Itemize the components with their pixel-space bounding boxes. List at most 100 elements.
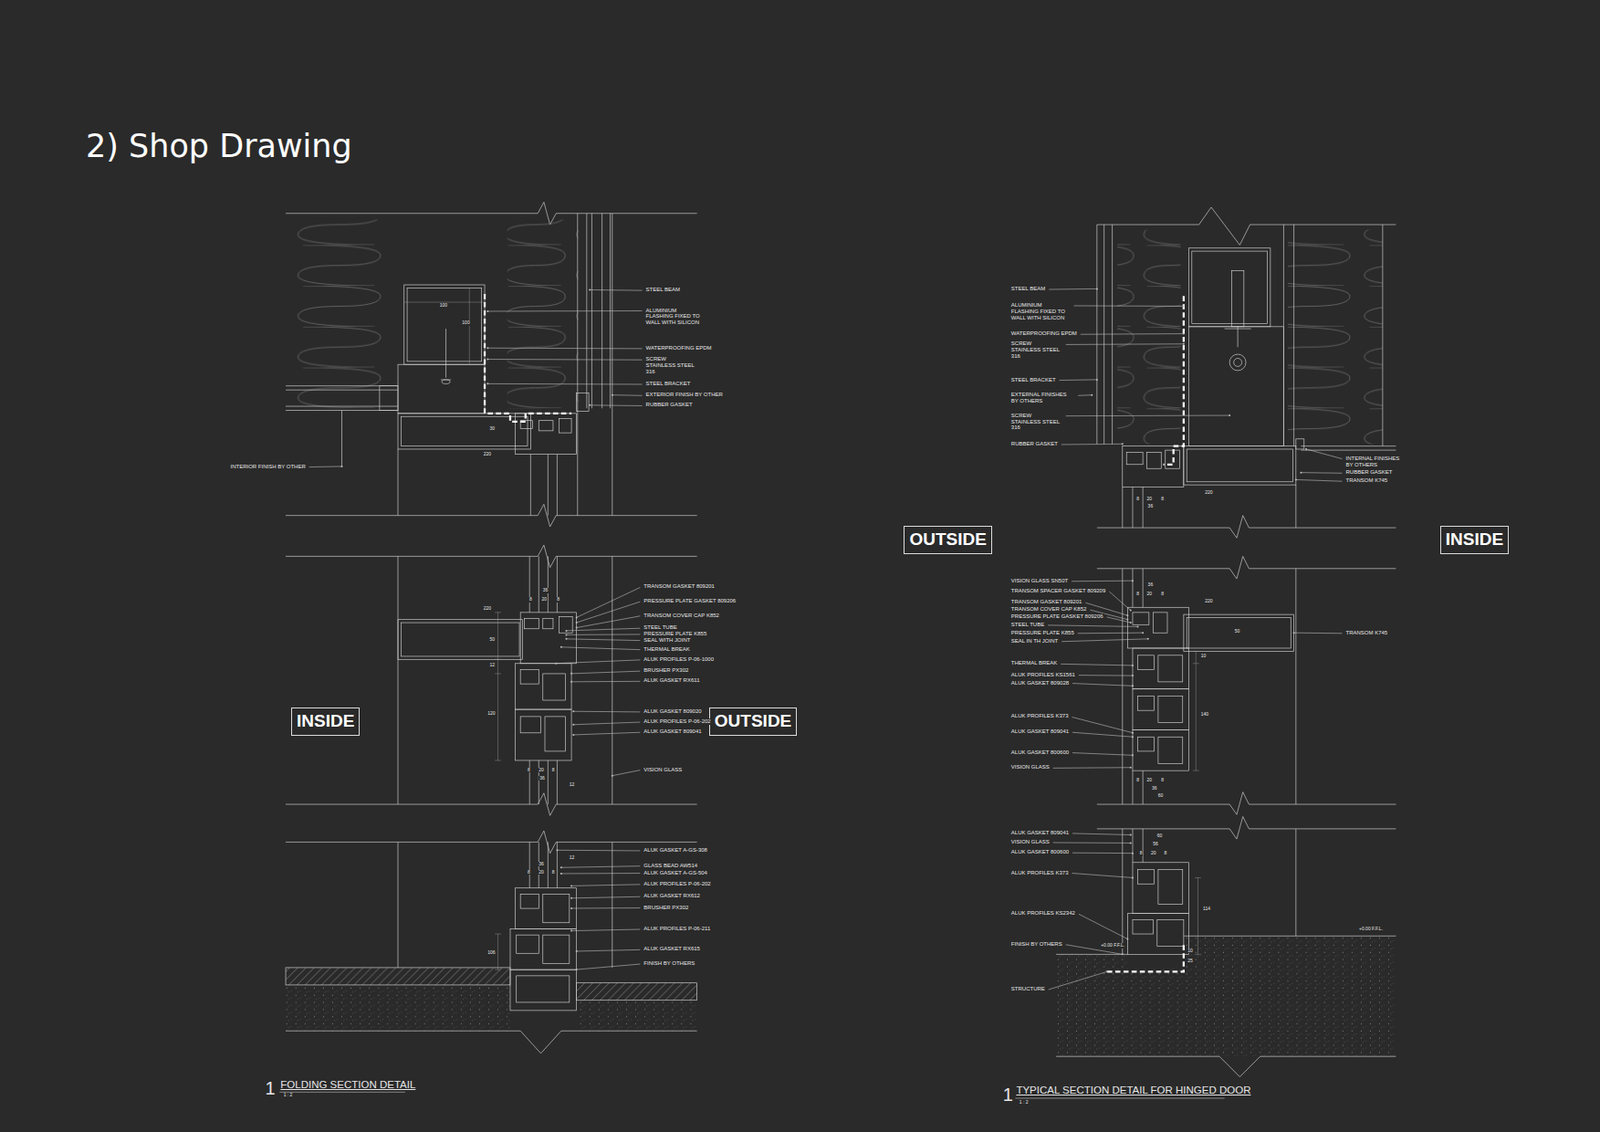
dimension: 30 xyxy=(489,426,497,432)
leader-line xyxy=(561,647,640,650)
leader-dot xyxy=(564,633,567,636)
callout-label: ALUK GASKET RX615 xyxy=(642,945,701,952)
leader-line xyxy=(1072,683,1133,687)
leader-dot xyxy=(572,710,575,712)
leader-line xyxy=(1294,632,1343,635)
leader-line xyxy=(1108,591,1130,611)
leader-line xyxy=(1053,766,1131,769)
callout-label: TRANSOM SPACER GASKET 809209 xyxy=(1010,587,1107,595)
leader-line xyxy=(576,963,641,970)
callout-label: SCREW STAINLESS STEEL 316 xyxy=(1010,340,1064,360)
leader-line xyxy=(1296,479,1343,482)
dimension: 36 xyxy=(1150,785,1159,792)
leader-dot xyxy=(1305,448,1308,450)
leader-dot xyxy=(575,968,578,971)
callout-label: STEEL BRACKET xyxy=(1010,376,1057,384)
leader-dot xyxy=(1137,625,1140,628)
leader-line xyxy=(1072,732,1133,737)
dimension: 220 xyxy=(482,451,492,458)
leader-dot xyxy=(1131,674,1134,677)
leader-line xyxy=(576,601,641,623)
dimension: 36 xyxy=(1147,503,1155,510)
callout-label: BRUSHER PX302 xyxy=(642,667,690,674)
callout-label: ALUK GASKET RX612 xyxy=(642,892,701,900)
callout-label: THERMAL BREAK xyxy=(1010,659,1058,667)
side-tag: OUTSIDE xyxy=(903,525,992,555)
dimension: 100 xyxy=(439,303,449,309)
leader-line xyxy=(1059,378,1098,381)
dimension: 50 xyxy=(1233,628,1242,635)
callout-label: STEEL BEAM xyxy=(645,286,681,293)
leader-dot xyxy=(555,848,558,851)
leader-line xyxy=(571,680,640,682)
dimension: 36 xyxy=(1147,582,1155,588)
leader-dot xyxy=(554,662,557,665)
leader-dot xyxy=(1131,684,1134,687)
leader-line xyxy=(612,770,641,776)
leader-dot xyxy=(1182,333,1185,335)
callout-label: PRESSURE PLATE K855 xyxy=(1010,629,1076,637)
leader-line xyxy=(573,732,640,735)
dimension: 8 xyxy=(555,596,561,603)
detail-caption: FOLDING SECTION DETAIL xyxy=(279,1078,417,1091)
leader-dot xyxy=(1129,834,1132,837)
callout-label: WATERPROOFING EPDM xyxy=(1010,330,1078,337)
leader-dot xyxy=(1126,938,1129,941)
callout-label: FINISH BY OTHERS xyxy=(1010,941,1064,948)
leader-line xyxy=(561,866,640,868)
leader-line xyxy=(589,289,642,292)
dimension: 20 xyxy=(541,596,549,603)
leader-line xyxy=(1061,443,1123,446)
dimension: 8 xyxy=(1139,850,1144,857)
leader-dot xyxy=(1141,631,1144,634)
callout-label: STEEL TUBE xyxy=(1010,621,1046,628)
leader-dot xyxy=(1090,394,1093,397)
leader-dot xyxy=(575,621,578,624)
callout-label: ALUK GASKET 809041 xyxy=(1010,829,1070,837)
dimension: 220 xyxy=(1203,490,1214,496)
callout-label: RUBBER GASKET xyxy=(1010,440,1059,448)
dimension: +0.00 F.F.L. xyxy=(1358,926,1384,932)
callout-label: TRANSOM GASKET 809201 xyxy=(642,583,716,590)
leader-line xyxy=(1077,394,1092,397)
leader-dot xyxy=(1129,621,1132,624)
dimension: 8 xyxy=(1160,591,1165,597)
leader-line xyxy=(571,907,640,909)
leader-line xyxy=(561,872,640,874)
leader-line xyxy=(1047,625,1138,628)
callout-label: ALUK GASKET A-GS-308 xyxy=(642,847,709,854)
leader-line xyxy=(1048,971,1108,990)
dimension: 60 xyxy=(1157,793,1165,799)
leader-line xyxy=(487,358,642,361)
leader-dot xyxy=(1096,378,1099,381)
callout-label: STEEL BEAM xyxy=(1010,285,1046,293)
dimension: 8 xyxy=(526,869,532,876)
leader-line xyxy=(1072,852,1133,854)
callout-label: VISION GLASS xyxy=(1010,838,1051,846)
leader-line xyxy=(1300,471,1342,474)
leader-dot xyxy=(1131,876,1134,879)
leader-line xyxy=(573,721,640,725)
side-tag: INSIDE xyxy=(291,707,360,736)
callout-label: ALUK GASKET 809041 xyxy=(642,728,702,735)
callout-label: ALUK GASKET 809020 xyxy=(642,708,702,715)
leader-dot xyxy=(575,627,578,629)
leader-line xyxy=(1080,333,1184,335)
leader-line xyxy=(571,896,640,899)
leader-dot xyxy=(611,774,614,777)
callout-label: ALUK GASKET 809041 xyxy=(1010,728,1070,735)
leader-dot xyxy=(560,866,563,868)
leader-line xyxy=(487,383,642,386)
leader-line xyxy=(487,310,642,312)
leader-dot xyxy=(1121,442,1124,445)
callout-label: EXTERIOR FINISH BY OTHER xyxy=(645,391,724,398)
dimension: 36 xyxy=(537,861,545,868)
callout-label: PRESSURE PLATE GASKET 809206 xyxy=(1010,613,1105,620)
leader-dot xyxy=(570,930,573,932)
dimension: 100 xyxy=(460,320,471,326)
dimension: 8 xyxy=(526,767,532,774)
callout-label: ALUK GASKET RX611 xyxy=(642,677,701,684)
